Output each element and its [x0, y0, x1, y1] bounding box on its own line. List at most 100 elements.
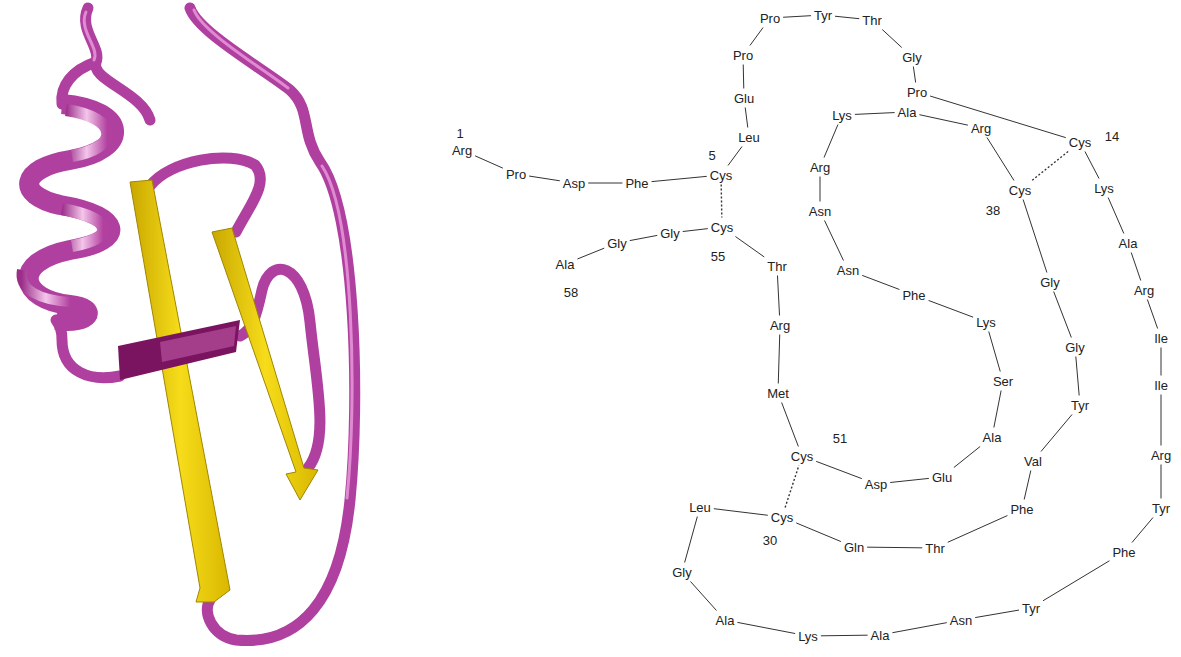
helix-face [22, 270, 70, 302]
disulfide-bond [1032, 152, 1068, 181]
peptide-bond [989, 332, 1001, 372]
residue-node: Tyr [1020, 600, 1042, 617]
residue-node: Leu [736, 129, 762, 146]
peptide-bond [930, 96, 1066, 138]
peptide-bond [862, 275, 899, 289]
residue-node: Val [1022, 453, 1044, 470]
residue-node: Gly [670, 564, 694, 581]
disulfide-bond [785, 466, 799, 508]
residue-name: Thr [862, 13, 882, 28]
peptide-bond [867, 547, 922, 549]
residue-number: 51 [832, 431, 848, 446]
peptide-bond [630, 235, 658, 240]
beta-strand [130, 180, 230, 602]
peptide-bond [782, 403, 799, 447]
residue-name: Asp [563, 176, 585, 191]
peptide-bond [1041, 415, 1072, 452]
peptide-bond [994, 391, 1001, 428]
peptide-bond [820, 177, 821, 202]
residue-name: Leu [738, 130, 760, 145]
peptide-bond [1161, 348, 1162, 376]
residue-number: 58 [563, 285, 579, 300]
residue-name: Arg [452, 143, 472, 158]
peptide-bond [975, 610, 1019, 618]
peptide-bond [987, 138, 1014, 181]
peptide-bond [821, 635, 868, 637]
residue-node: Cys [789, 448, 815, 465]
residue-name: Arg [810, 160, 830, 175]
residue-node: Met [765, 385, 791, 402]
residue-node: Cys [769, 509, 795, 526]
residue-node: Lys [830, 107, 854, 124]
residue-node: Gly [605, 235, 629, 252]
tube-highlight [84, 12, 95, 60]
residue-number: 38 [985, 203, 1001, 218]
peptide-bond [796, 523, 841, 542]
residue-name: Ile [1154, 378, 1168, 393]
residue-name: Gly [607, 236, 627, 251]
residue-name: Lys [798, 629, 818, 644]
helix-face [62, 209, 103, 246]
residue-node: Ala [554, 256, 577, 273]
residue-name: Gly [660, 226, 680, 241]
peptide-bond [743, 65, 745, 89]
peptide-bond [778, 335, 779, 384]
residue-name: Cys [791, 449, 813, 464]
peptide-bond [954, 447, 980, 468]
coil-tube [56, 8, 355, 641]
residue-node: Arg [450, 142, 474, 159]
residue-node: Pro [758, 10, 782, 27]
residue-node: Lys [974, 314, 998, 331]
peptide-bond [745, 108, 748, 128]
peptide-bond [1132, 518, 1153, 543]
peptide-bond [835, 16, 859, 18]
residue-name: Cys [710, 168, 732, 183]
peptide-bond [816, 461, 862, 478]
coil-tube [150, 158, 260, 232]
residue-node: Pro [731, 47, 755, 64]
residue-node: Tyr [1150, 500, 1172, 517]
residue-node: Arg [768, 317, 792, 334]
residue-node: Ala [1117, 235, 1140, 252]
residue-name: Leu [689, 500, 711, 515]
residue-name: Pro [506, 167, 526, 182]
peptide-bond [890, 478, 929, 482]
residue-node: Phe [900, 287, 927, 304]
residue-node: Tyr [812, 7, 834, 24]
residue-node: Asn [835, 262, 861, 279]
residue-name: Ala [1119, 236, 1138, 251]
peptide-bond [1076, 357, 1079, 396]
peptide-bond [929, 300, 974, 317]
peptide-bond [728, 147, 742, 166]
residue-name: Gln [844, 540, 864, 555]
residue-name: Tyr [1022, 601, 1040, 616]
peptide-bond [1043, 561, 1109, 601]
residue-name: Pro [733, 48, 753, 63]
peptide-bond [1023, 200, 1047, 273]
residue-name: Glu [734, 91, 754, 106]
residue-node: Phe [1008, 501, 1035, 518]
peptide-bond [825, 221, 844, 261]
residue-node: Cys [709, 219, 735, 236]
residue-node: Lys [796, 628, 820, 645]
residue-name: Thr [925, 541, 945, 556]
beta-strand-short [160, 326, 236, 362]
residue-node: Pro [504, 166, 528, 183]
residue-node: Thr [923, 540, 947, 557]
peptide-bond [948, 516, 1008, 543]
residue-name: Phe [625, 176, 648, 191]
peptide-bond [685, 517, 698, 563]
peptide-bond [1085, 152, 1099, 179]
peptide-bond [1147, 300, 1157, 329]
residue-name: Glu [932, 470, 952, 485]
residue-name: Lys [976, 315, 996, 330]
peptide-bond [691, 582, 717, 611]
residue-number: 1 [455, 126, 464, 141]
residue-name: Gly [1065, 340, 1085, 355]
residue-name: Phe [1010, 502, 1033, 517]
peptide-bond [1054, 292, 1072, 338]
residue-node: Pro [905, 84, 929, 101]
